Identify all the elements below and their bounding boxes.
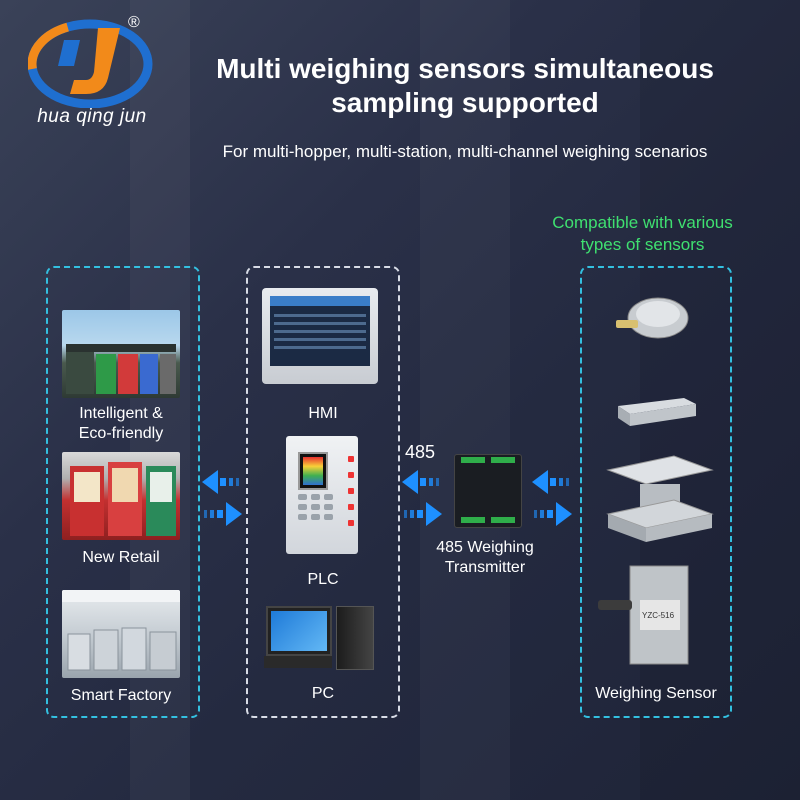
brand-logo: hua qing jun: [28, 18, 158, 133]
hmi-screen-row: [274, 322, 366, 325]
transmitter-label-line-1: 485 Weighing: [436, 539, 534, 556]
hmi-screen-row: [274, 346, 366, 349]
plc-key: [324, 494, 333, 500]
application-label-eco: Intelligent & Eco-friendly: [52, 404, 190, 444]
eco-bins-photo: [62, 310, 180, 398]
terminal-block: [491, 457, 515, 463]
weighing-transmitter-device: [454, 454, 522, 528]
hmi-screen-row: [274, 314, 366, 317]
compatibility-note: Compatible with various types of sensors: [525, 212, 760, 256]
arrow-left-icon: [532, 470, 569, 494]
arrow-left-icon: [402, 470, 439, 494]
sensors-group: [580, 266, 732, 718]
controllers-group: [246, 266, 400, 718]
background-stripe: [640, 0, 800, 800]
weighing-module-icon: [604, 452, 716, 548]
transmitter-label-line-2: Transmitter: [444, 559, 526, 576]
protocol-label: 485: [404, 442, 436, 462]
bidirectional-arrows-right: [532, 470, 572, 526]
plc-device: [286, 436, 358, 554]
transmitter-label: 485 Weighing Transmitter: [420, 538, 550, 578]
logo-mark-icon: [28, 19, 153, 108]
pc-tower: [336, 606, 374, 670]
sensor-plate-text: YZC-516: [642, 611, 675, 620]
arrow-left-icon: [202, 470, 239, 494]
hmi-screen-row: [274, 338, 366, 341]
plc-key: [298, 494, 307, 500]
registered-mark: ®: [128, 14, 140, 31]
controller-label-plc: PLC: [307, 571, 339, 588]
plc-led: [348, 456, 354, 462]
plc-key: [311, 504, 320, 510]
round-load-cell-icon: [612, 290, 692, 346]
bidirectional-arrows-left: [202, 470, 242, 526]
application-label-retail: New Retail: [82, 549, 160, 566]
bidirectional-arrows-middle: [402, 470, 442, 526]
background-stripe: [420, 0, 510, 800]
controller-label-pc: PC: [311, 685, 335, 702]
pc-monitor: [266, 606, 332, 656]
plc-led: [348, 520, 354, 526]
plc-key: [311, 514, 320, 520]
applications-group: [46, 266, 200, 718]
hmi-screen-header: [270, 296, 370, 306]
plc-key: [324, 514, 333, 520]
arrow-right-icon: [404, 502, 442, 526]
plc-key: [324, 504, 333, 510]
smart-factory-photo: [62, 590, 180, 678]
plc-key: [298, 504, 307, 510]
compat-line-2: types of sensors: [580, 235, 705, 254]
controller-label-hmi: HMI: [308, 405, 338, 422]
hmi-screen-row: [274, 330, 366, 333]
terminal-block: [461, 457, 485, 463]
terminal-block: [461, 517, 485, 523]
brand-name: hua qing jun: [37, 106, 147, 127]
title-line-1: Multi weighing sensors simultaneous: [216, 53, 714, 84]
pc-keyboard: [264, 656, 332, 668]
application-label-factory: Smart Factory: [70, 687, 172, 704]
plc-led: [348, 504, 354, 510]
plc-key: [311, 494, 320, 500]
shear-beam-load-cell-icon: [614, 392, 698, 428]
plc-led: [348, 488, 354, 494]
arrow-right-icon: [534, 502, 572, 526]
s-type-load-cell-icon: YZC-516: [594, 560, 694, 670]
title-line-2: sampling supported: [331, 87, 599, 118]
terminal-block: [491, 517, 515, 523]
eco-label-line-2: Eco-friendly: [78, 425, 164, 442]
plc-display: [298, 452, 328, 490]
sensor-label: Weighing Sensor: [595, 685, 717, 702]
eco-label-line-1: Intelligent &: [79, 405, 163, 422]
plc-key: [298, 514, 307, 520]
arrow-right-icon: [204, 502, 242, 526]
plc-led: [348, 472, 354, 478]
page-title: Multi weighing sensors simultaneous samp…: [150, 52, 780, 120]
hmi-device: [262, 288, 378, 384]
compat-line-1: Compatible with various: [552, 213, 733, 232]
page-subtitle: For multi-hopper, multi-station, multi-c…: [222, 142, 708, 161]
vending-machines-photo: [62, 452, 180, 540]
